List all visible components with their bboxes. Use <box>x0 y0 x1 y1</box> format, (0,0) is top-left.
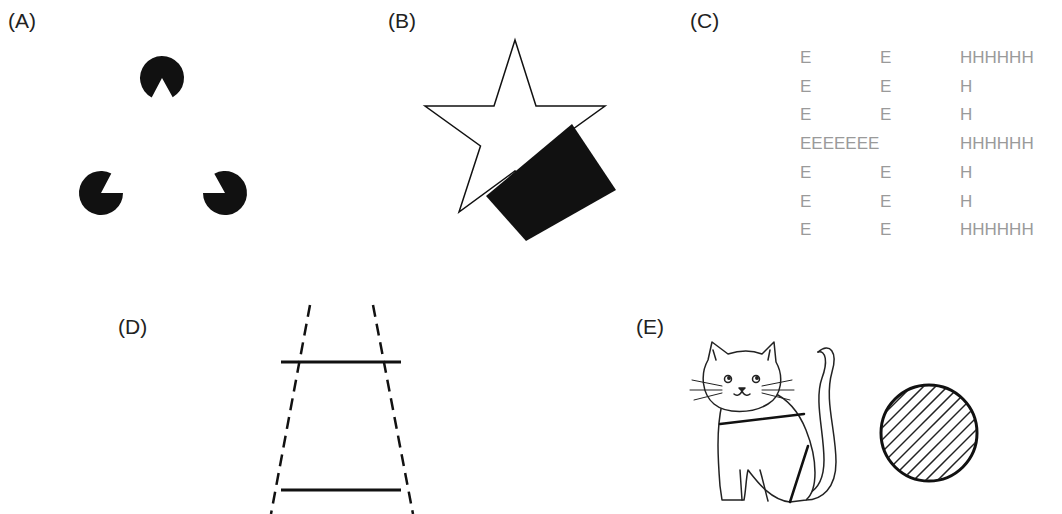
stimulus-letters: EEEEEEE <box>800 135 879 152</box>
stimulus-letters: HHHHHH <box>960 49 1034 66</box>
stimulus-letters: H <box>960 78 972 95</box>
perspective-lines <box>271 305 413 514</box>
panel-letter: (A) <box>8 10 36 31</box>
stimulus-letters: E <box>880 78 891 95</box>
kanizsa-inducers <box>79 56 247 215</box>
stimulus-letters: E <box>880 193 891 210</box>
stimulus-letters: E <box>800 193 811 210</box>
panel-letter: (C) <box>690 10 719 31</box>
stimulus-letters: E <box>800 106 811 123</box>
pacman <box>140 56 184 97</box>
stimulus-letters: HHHHHH <box>960 221 1034 238</box>
panel-letter: (D) <box>118 316 147 337</box>
cat-drawing <box>690 342 836 502</box>
disc-hatching <box>870 374 990 486</box>
stimulus-letters: E <box>800 78 811 95</box>
pacman <box>79 171 123 215</box>
panel-letter: (B) <box>388 10 416 31</box>
stimulus-letters: H <box>960 164 972 181</box>
stimulus-letters: E <box>880 49 891 66</box>
stimulus-letters: HHHHHH <box>960 135 1034 152</box>
stimulus-letters: H <box>960 106 972 123</box>
disc-outline <box>881 385 977 481</box>
stimulus-letters: E <box>800 221 811 238</box>
occluding-rectangle <box>486 124 616 241</box>
stimulus-letters: E <box>880 164 891 181</box>
stimulus-letters: H <box>960 193 972 210</box>
stimulus-letters: E <box>800 49 811 66</box>
stimulus-letters: E <box>880 106 891 123</box>
stimulus-letters: E <box>880 221 891 238</box>
panel-letter: (E) <box>636 316 664 337</box>
stimulus-letters: E <box>800 164 811 181</box>
pacman <box>203 171 247 215</box>
